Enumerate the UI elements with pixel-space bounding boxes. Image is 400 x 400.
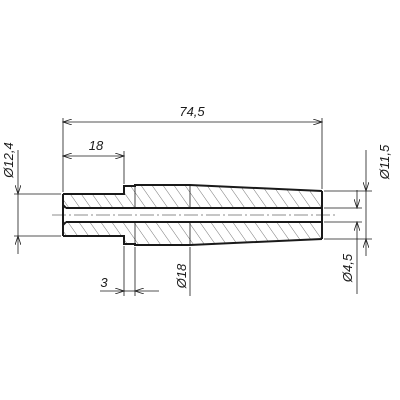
dim-collar-width: 3 xyxy=(100,275,108,290)
dim-diameter-left: Ø12,4 xyxy=(1,142,16,178)
dim-total-length: 74,5 xyxy=(179,104,205,119)
dim-diameter-collar: Ø18 xyxy=(174,263,189,289)
dim-collar-length: 18 xyxy=(89,138,104,153)
dim-diameter-bore: Ø4,5 xyxy=(340,253,355,283)
section-hatching xyxy=(63,185,322,245)
part-outline xyxy=(62,184,323,246)
dimension-lines xyxy=(18,122,366,296)
dim-diameter-right: Ø11,5 xyxy=(377,144,392,180)
